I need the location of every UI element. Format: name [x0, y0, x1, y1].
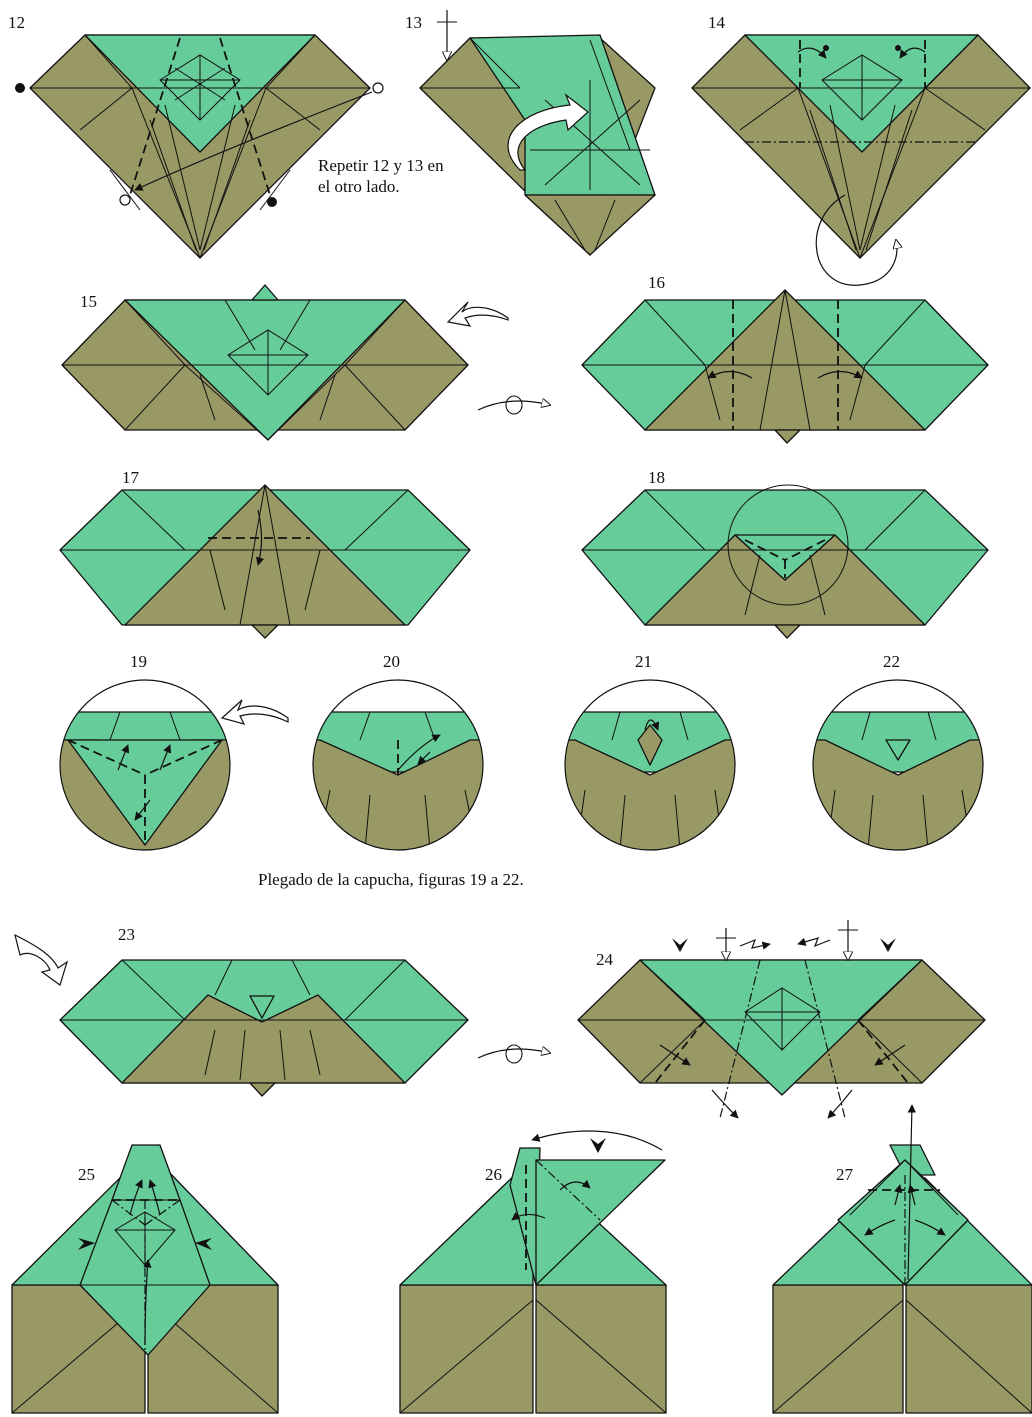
step-number-23: 23 — [118, 925, 135, 944]
step-27-diagram — [773, 1105, 1032, 1413]
push-arrow-icon — [672, 938, 688, 952]
step-number-25: 25 — [78, 1165, 95, 1184]
step-number-16: 16 — [648, 273, 665, 292]
step-19-detail — [55, 680, 288, 860]
step-number-17: 17 — [122, 468, 140, 487]
step-number-13: 13 — [405, 13, 422, 32]
step-23-diagram — [15, 935, 468, 1096]
white-reference-dot — [373, 83, 383, 93]
step-14-diagram — [692, 35, 1030, 285]
step-number-26: 26 — [485, 1165, 502, 1184]
step-12-diagram — [15, 35, 383, 258]
repeat-note-line1: Repetir 12 y 13 en — [318, 156, 444, 175]
step-18-diagram — [582, 485, 988, 638]
black-reference-dot — [267, 197, 277, 207]
step-number-20: 20 — [383, 652, 400, 671]
turn-over-icon — [478, 1045, 550, 1063]
step-16-diagram — [582, 290, 988, 443]
step-number-24: 24 — [596, 950, 614, 969]
step-number-12: 12 — [8, 13, 25, 32]
step-26-diagram — [400, 1131, 666, 1413]
black-reference-dot — [15, 83, 25, 93]
step-number-14: 14 — [708, 13, 726, 32]
step-number-22: 22 — [883, 652, 900, 671]
step-22-detail — [810, 680, 990, 860]
step-number-21: 21 — [635, 652, 652, 671]
white-reference-dot — [120, 195, 130, 205]
step-number-27: 27 — [836, 1165, 854, 1184]
turn-over-icon — [478, 396, 550, 414]
step-17-diagram — [60, 485, 470, 638]
step-24-diagram — [578, 920, 985, 1118]
step-15-diagram — [62, 285, 508, 440]
step-number-15: 15 — [80, 292, 97, 311]
step-25-diagram — [12, 1145, 278, 1413]
rotate-arrow — [448, 302, 508, 326]
hood-folding-caption: Plegado de la capucha, figuras 19 a 22. — [258, 870, 524, 889]
step-number-19: 19 — [130, 652, 147, 671]
step-20-detail — [305, 680, 495, 860]
step-13-diagram — [420, 10, 655, 255]
repeat-note-line2: el otro lado. — [318, 177, 400, 196]
push-arrow-icon — [880, 938, 896, 952]
step-21-detail — [560, 680, 740, 860]
step-number-18: 18 — [648, 468, 665, 487]
